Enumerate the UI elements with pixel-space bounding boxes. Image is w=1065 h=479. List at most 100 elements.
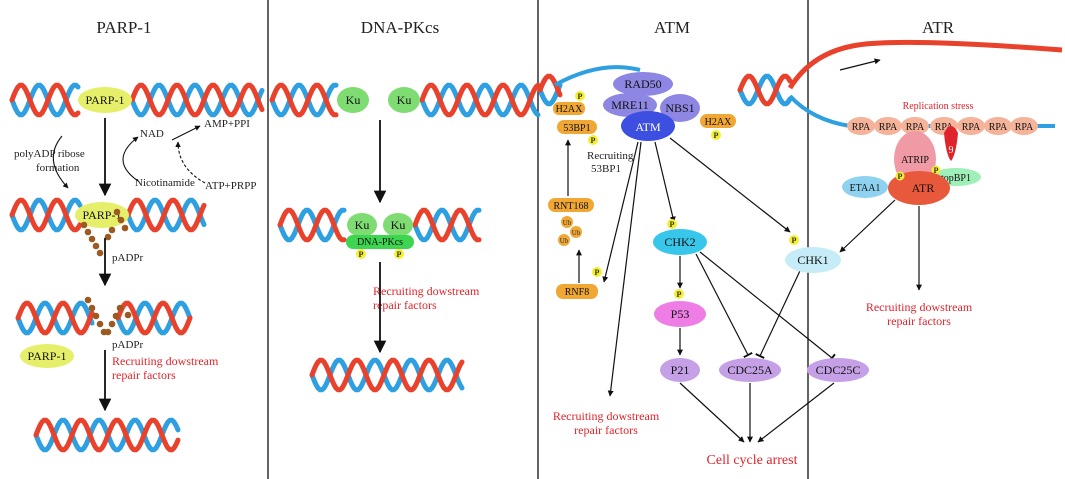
svg-text:9: 9 <box>949 145 954 156</box>
atm-to-recruit-arrow <box>607 141 642 397</box>
adp-ribose-dot-icon <box>124 311 132 319</box>
mre11-protein <box>603 93 657 117</box>
atm-to-rnf8-arrow <box>602 141 639 283</box>
adp-ribose-dot-icon <box>104 233 112 241</box>
adp-ribose-dot-icon <box>113 208 121 216</box>
chk1-inhibits-cdc25a <box>755 257 807 359</box>
bp53-protein <box>557 120 597 134</box>
h2ax-right <box>700 114 736 128</box>
h2ax-left <box>553 102 585 115</box>
p21-to-arrest-arrow <box>679 382 745 443</box>
adp-ribose-dot-icon <box>92 312 100 320</box>
dnapkcs-protein <box>346 235 414 249</box>
atm-to-chk2-arrow <box>654 141 676 223</box>
ubiquitin-chain: Ub Ub Ub <box>558 216 582 246</box>
svg-text:P: P <box>792 236 797 245</box>
ku-complex-left <box>347 213 377 237</box>
chk1-node: P CHK1 <box>785 235 841 273</box>
replication-fork-direction-arrow <box>839 58 881 71</box>
atm-protein <box>621 111 675 141</box>
adp-ribose-dot-icon <box>96 320 104 328</box>
topbp1-label: topBP1 <box>941 173 971 184</box>
atp-prpp-dashed-arrow <box>175 141 206 184</box>
etaa1-label: ETAA1 <box>850 183 881 194</box>
adp-ribose-dot-icon <box>84 228 92 236</box>
atr-to-chk1-arrow <box>839 199 896 253</box>
rad50-protein <box>613 72 673 96</box>
chk1-phospho: P <box>789 235 799 245</box>
cell-cycle-arrest-label: Cell cycle arrest <box>707 453 798 468</box>
polyadp-formation-label-1: polyADP ribose <box>14 148 85 160</box>
svg-text:P: P <box>898 172 903 181</box>
rpa-label: RPA <box>962 122 981 133</box>
p53-protein <box>654 301 706 327</box>
parp1-protein-top <box>78 87 132 113</box>
replication-stress-label: Replication stress <box>903 101 974 112</box>
dna-helix-pk-top-left <box>269 82 339 118</box>
rpa-protein <box>874 117 902 135</box>
amp-ppi-arrow <box>171 125 201 141</box>
ku-protein-left <box>337 87 369 113</box>
nbs1-label: NBS1 <box>665 101 694 115</box>
rpa-label: RPA <box>852 122 871 133</box>
rpa-label: RPA <box>879 122 898 133</box>
cdc25c-label: CDC25C <box>816 363 861 377</box>
svg-text:P: P <box>595 268 600 277</box>
nad-label: NAD <box>140 128 164 140</box>
dna-helices <box>9 39 1063 453</box>
rpa-protein <box>847 117 875 135</box>
parp1-recruit-label-1: Recruiting dowstream <box>112 354 219 368</box>
svg-text:P: P <box>397 250 402 259</box>
adp-ribose-dot-icon <box>108 226 116 234</box>
adp-ribose-dot-icon <box>121 224 129 232</box>
cdc25c-protein <box>807 358 869 382</box>
chk1-protein <box>785 247 841 273</box>
adp-ribose-dot-icon <box>117 216 125 224</box>
ku-complex-right-label: Ku <box>391 218 406 232</box>
adp-ribose-dot-icon <box>104 328 112 336</box>
atr-protein <box>888 171 950 205</box>
p53-label: P53 <box>671 307 690 321</box>
atm-protein-label: ATM <box>635 120 661 134</box>
polyadp-curved-arrow <box>52 135 69 189</box>
rnf8-phospho: P <box>592 267 602 277</box>
atm-recruit-label-1: Recruiting dowstream <box>553 409 660 423</box>
svg-text:Ub: Ub <box>563 219 572 227</box>
svg-text:P: P <box>677 290 682 299</box>
dna-helix-pk-mid-left <box>277 207 347 243</box>
adp-ribose-dot-icon <box>92 242 100 250</box>
nbs1-protein <box>660 94 700 122</box>
adp-ribose-dot-icon <box>96 249 104 257</box>
ku-protein-right <box>388 87 420 113</box>
dna-helix-pk-top-right <box>419 82 541 118</box>
parp1-recruit-label-2: repair factors <box>112 368 176 382</box>
h2ax-right-phospho: P <box>711 130 721 140</box>
p53-phospho: P <box>674 289 684 299</box>
svg-text:P: P <box>578 92 583 101</box>
chk2-protein <box>653 229 707 255</box>
dna-helix-pk-repaired <box>309 357 465 393</box>
cdc25a-protein <box>719 358 781 382</box>
svg-text:P: P <box>670 220 675 229</box>
adp-ribose-chain-1 <box>80 208 129 257</box>
rnf8-label: RNF8 <box>565 287 589 298</box>
bp53-label: 53BP1 <box>563 123 590 134</box>
atr-leading-strand <box>787 39 1063 90</box>
atr-recruit-label-1: Recruiting dowstream <box>866 300 973 314</box>
cdc25c-to-arrest-arrow <box>757 382 835 443</box>
parp1-protein-released <box>20 344 74 368</box>
rpa-label: RPA <box>935 122 954 133</box>
cdc25a-label: CDC25A <box>727 363 773 377</box>
rpa-protein <box>1010 117 1038 135</box>
padpr-label-2: pADPr <box>112 339 144 351</box>
adp-ribose-chain-2 <box>84 296 132 336</box>
parp1-protein-top-label: PARP-1 <box>86 93 125 107</box>
recruiting-53bp1-label-1: Recruiting <box>587 150 634 162</box>
ku-complex-right <box>383 213 413 237</box>
atrip-label: ATRIP <box>901 155 929 166</box>
nicotinamide-label: Nicotinamide <box>135 177 195 189</box>
etaa1-protein <box>842 176 888 198</box>
dnapkcs-panel: Ku Ku Ku Ku DNA-PKcs P P Recruiting dows… <box>337 87 480 354</box>
